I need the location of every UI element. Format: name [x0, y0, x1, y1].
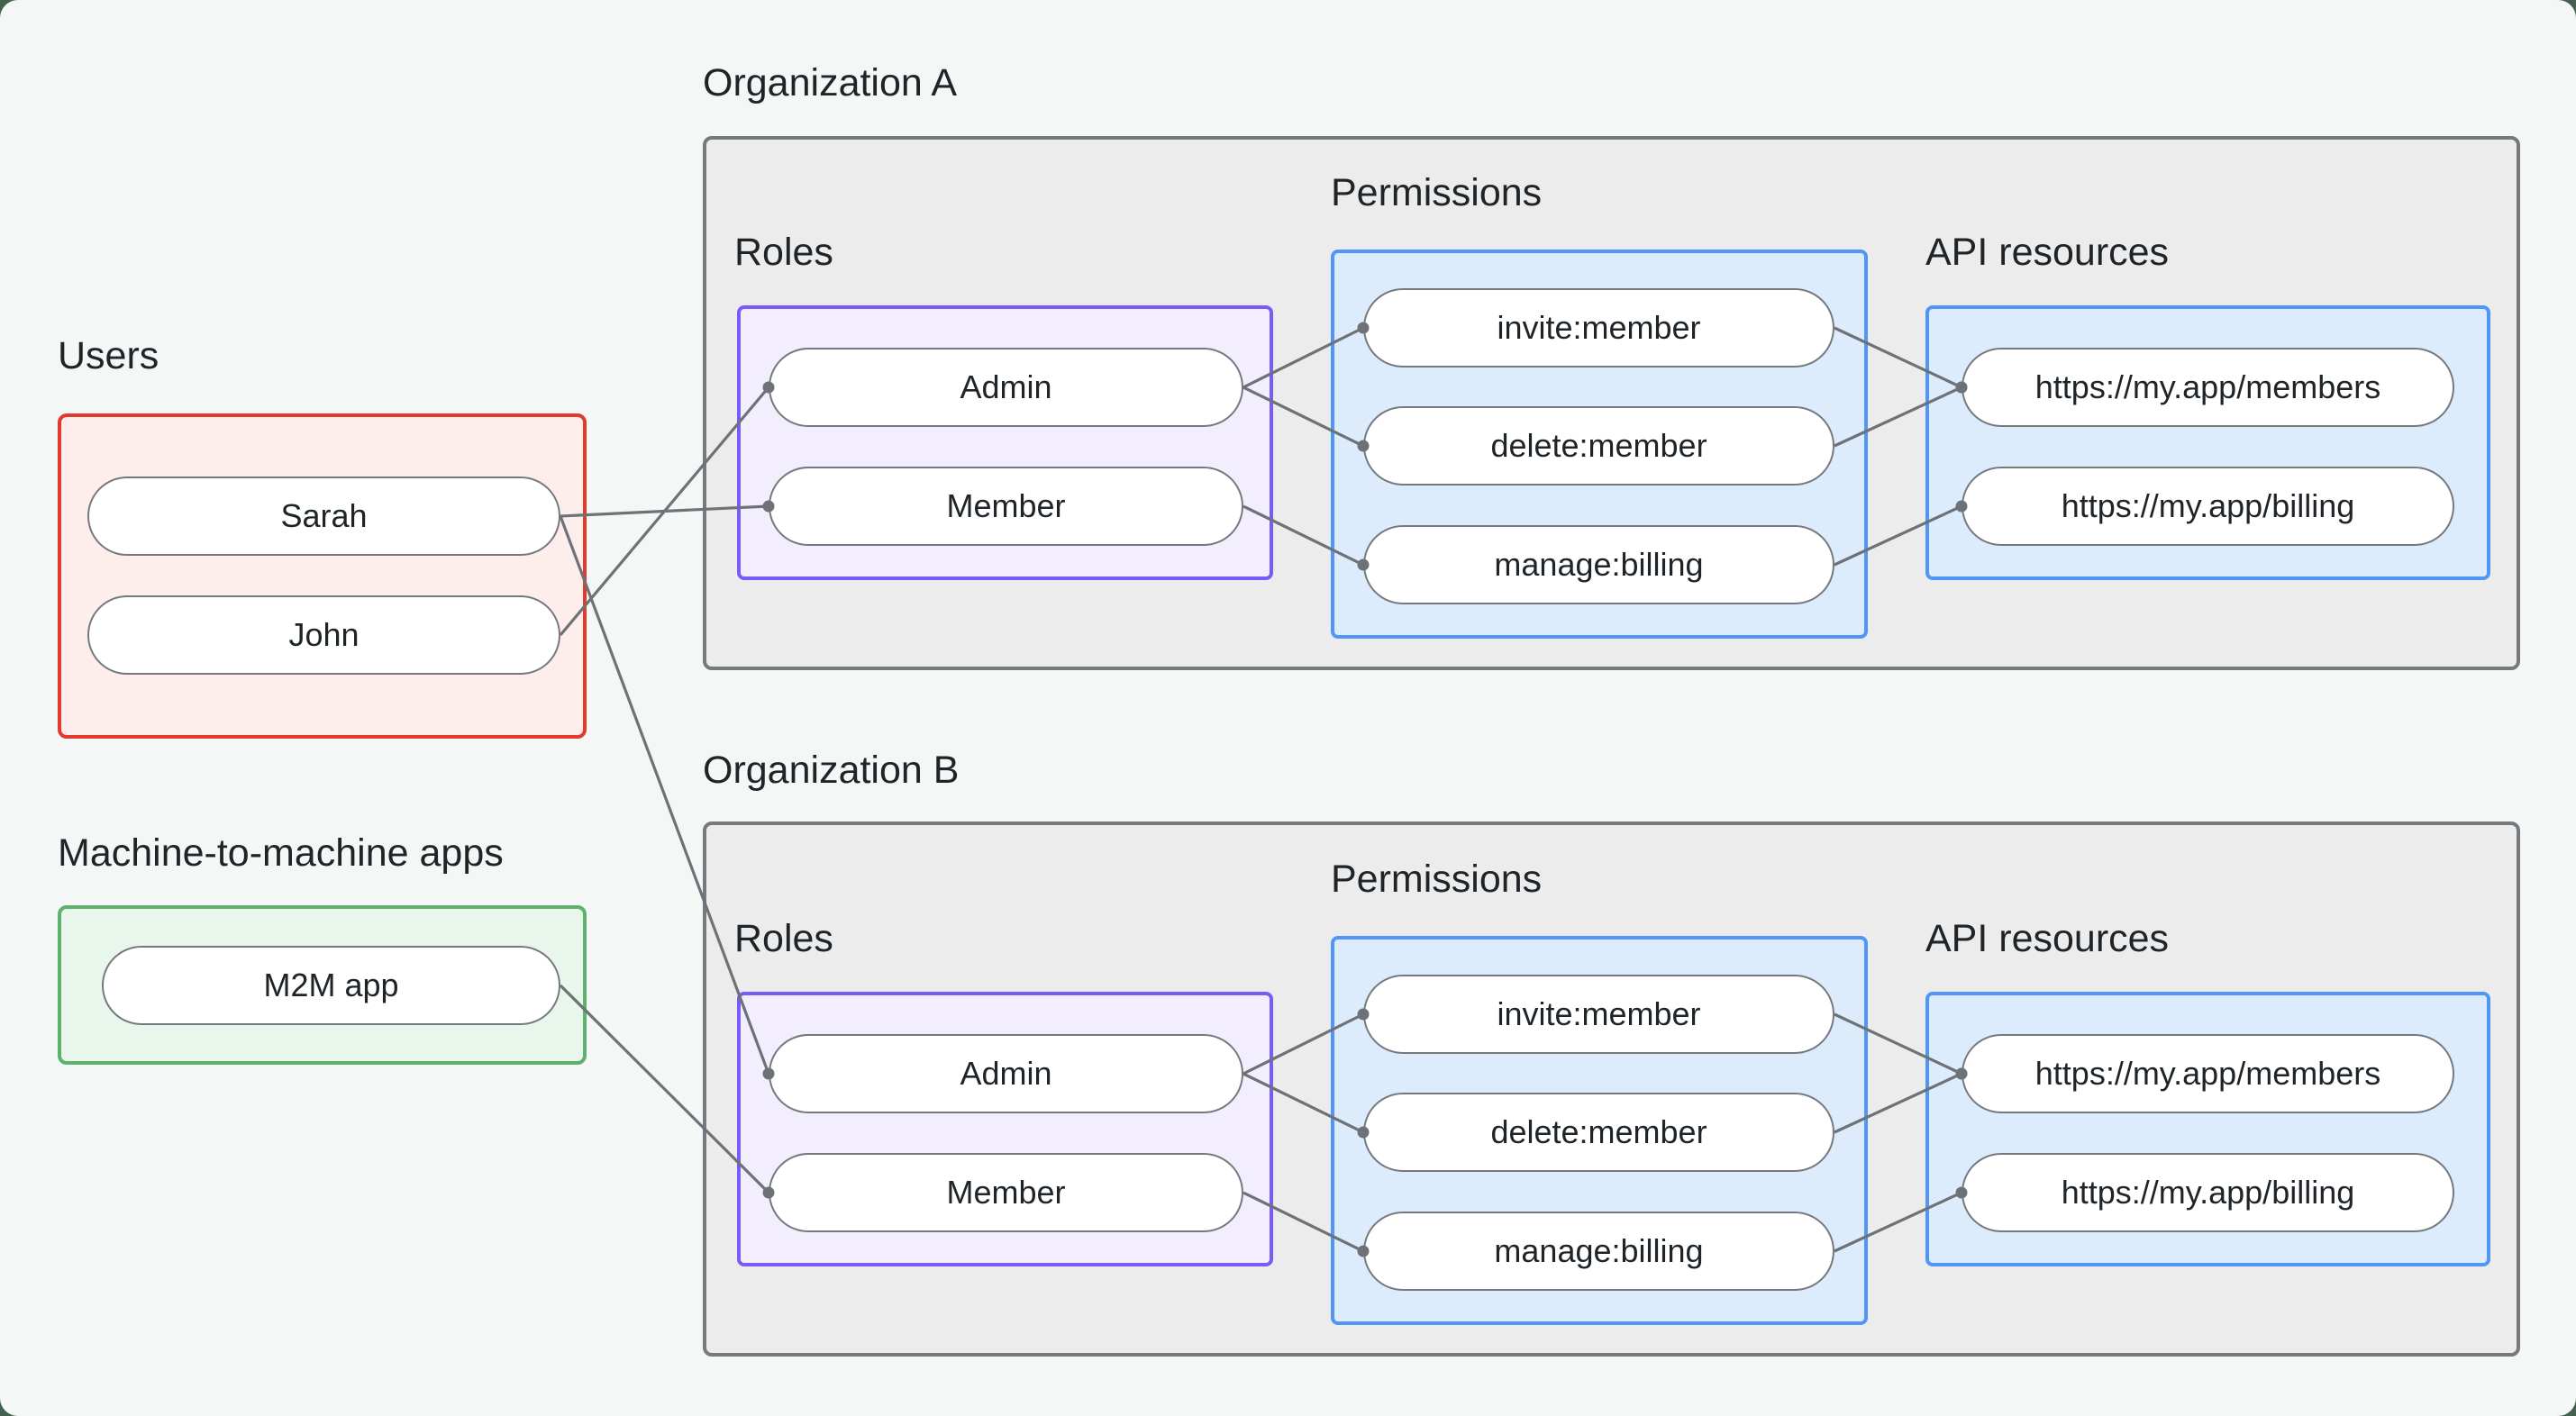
org-b-roles-label: Roles — [734, 917, 833, 960]
user-node-sarah: Sarah — [87, 477, 560, 556]
org-b-api-billing: https://my.app/billing — [1962, 1153, 2454, 1232]
org-a-title: Organization A — [703, 61, 958, 104]
user-node-john: John — [87, 595, 560, 675]
org-b-api-resources-label: API resources — [1925, 917, 2170, 960]
org-b-role-member: Member — [769, 1153, 1243, 1232]
org-b-api-members: https://my.app/members — [1962, 1034, 2454, 1113]
org-a-roles-label: Roles — [734, 231, 833, 274]
org-a-api-billing: https://my.app/billing — [1962, 467, 2454, 546]
org-b-permission-manage: manage:billing — [1363, 1212, 1834, 1291]
org-a-api-members: https://my.app/members — [1962, 348, 2454, 427]
users-group-box — [58, 413, 587, 739]
m2m-app-node: M2M app — [102, 946, 560, 1025]
org-a-role-admin: Admin — [769, 348, 1243, 427]
org-a-api-resources-label: API resources — [1925, 231, 2170, 274]
org-b-permission-invite: invite:member — [1363, 975, 1834, 1054]
org-a-permissions-label: Permissions — [1331, 171, 1543, 214]
org-b-title: Organization B — [703, 749, 960, 792]
org-a-role-member: Member — [769, 467, 1243, 546]
m2m-group-label: Machine-to-machine apps — [58, 831, 504, 875]
org-b-permission-delete: delete:member — [1363, 1093, 1834, 1172]
org-b-permissions-label: Permissions — [1331, 858, 1543, 901]
users-group-label: Users — [58, 334, 159, 377]
org-a-permission-delete: delete:member — [1363, 406, 1834, 486]
org-a-permission-manage: manage:billing — [1363, 525, 1834, 604]
org-b-role-admin: Admin — [769, 1034, 1243, 1113]
org-a-permission-invite: invite:member — [1363, 288, 1834, 368]
